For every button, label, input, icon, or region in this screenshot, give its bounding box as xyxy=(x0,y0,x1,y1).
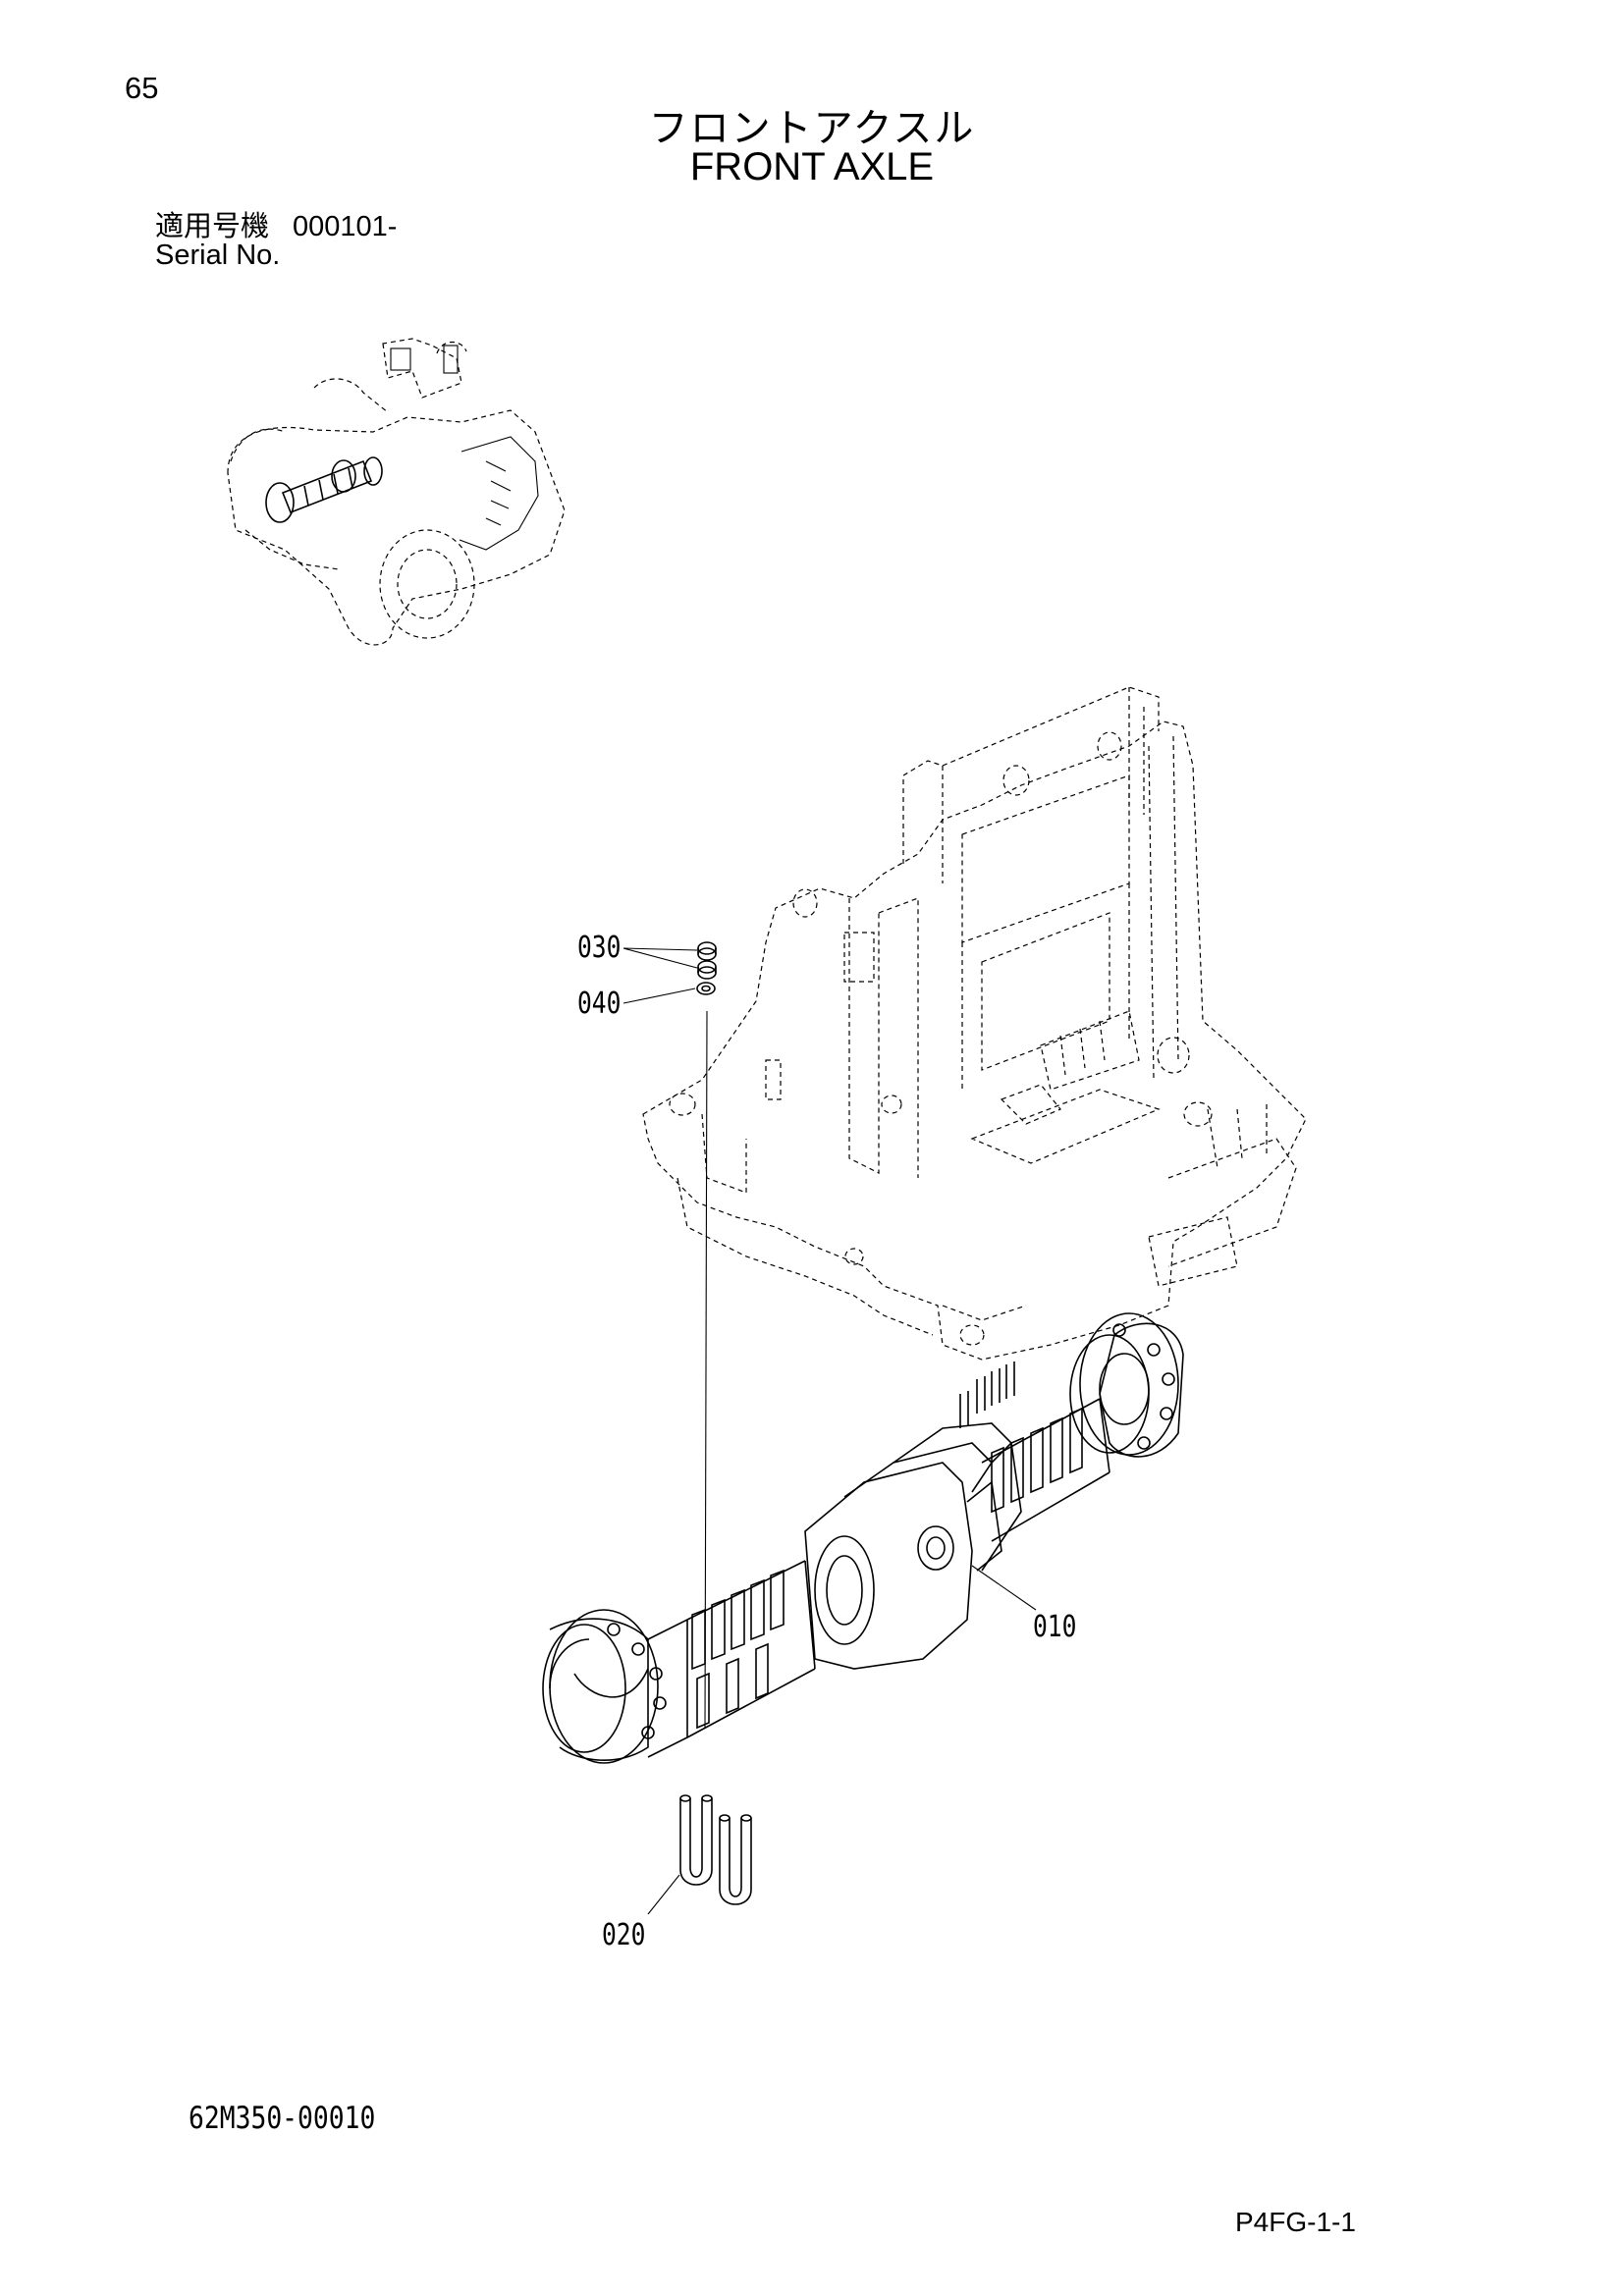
leader-010 xyxy=(971,1565,1037,1611)
serial-label-en: Serial No. xyxy=(155,240,281,271)
leader-020 xyxy=(647,1874,680,1915)
serial-value: 000101- xyxy=(293,211,398,242)
front-axle-assembly xyxy=(542,1312,1184,1764)
serial-label-jp: 適用号機 xyxy=(155,209,270,242)
serial-line-jp: 適用号機 000101- xyxy=(155,203,397,244)
page-number: 65 xyxy=(125,71,159,105)
front-frame-outline xyxy=(642,686,1307,1361)
callout-040: 040 xyxy=(577,987,622,1021)
stud-line xyxy=(704,1010,708,1729)
page-title-jp: フロントアクスル xyxy=(648,106,976,151)
leader-040 xyxy=(623,988,696,1004)
u-bolt-020-part xyxy=(679,1794,752,1905)
nut-030-parts xyxy=(697,941,717,980)
leader-030 xyxy=(623,947,698,969)
page-code: P4FG-1-1 xyxy=(1235,2207,1356,2237)
callout-030: 030 xyxy=(577,931,622,965)
document-code: 62M350-00010 xyxy=(189,2101,376,2136)
callout-010: 010 xyxy=(1033,1610,1077,1644)
locator-machine-sketch xyxy=(227,338,566,646)
page-title-en: FRONT AXLE xyxy=(689,145,935,188)
callout-020: 020 xyxy=(602,1918,646,1952)
washer-040-part xyxy=(696,982,716,995)
